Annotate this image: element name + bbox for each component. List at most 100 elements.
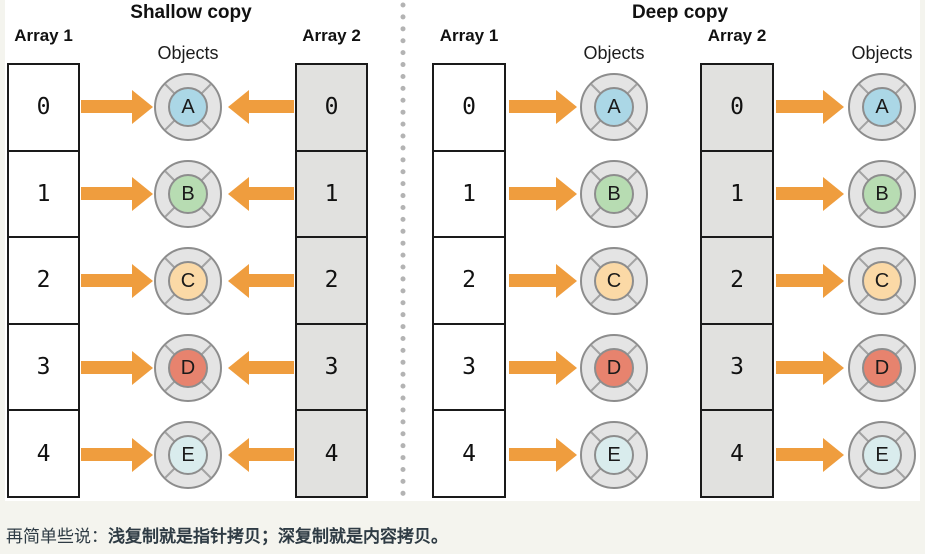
arrow-head	[823, 438, 844, 472]
object-letter: A	[168, 87, 208, 127]
pointer-arrow-left	[228, 351, 294, 385]
arrow-head	[823, 351, 844, 385]
object-node-b: B	[848, 160, 916, 228]
arrow-head	[556, 90, 577, 124]
array-cell: 2	[434, 236, 504, 323]
arrow-shaft	[247, 274, 294, 287]
array-cell: 1	[297, 149, 366, 237]
pointer-arrow-right	[776, 438, 844, 472]
caption-emphasis: 浅复制就是指针拷贝；深复制就是内容拷贝。	[108, 527, 448, 546]
array-cell: 2	[297, 236, 366, 323]
pointer-arrow-right	[509, 264, 577, 298]
arrow-shaft	[247, 187, 294, 200]
array-cell: 1	[702, 149, 772, 237]
object-node-d: D	[848, 334, 916, 402]
arrow-head	[132, 438, 153, 472]
object-node-b: B	[154, 160, 222, 228]
array-cell: 4	[434, 409, 504, 496]
arrow-shaft	[81, 187, 134, 200]
arrow-shaft	[776, 274, 825, 287]
deep-array1-column: 0 1 2 3 4	[432, 63, 506, 498]
object-letter: D	[594, 348, 634, 388]
pointer-arrow-right	[81, 90, 153, 124]
pointer-arrow-right	[81, 438, 153, 472]
pointer-arrow-right	[776, 177, 844, 211]
shallow-copy-title: Shallow copy	[130, 2, 252, 23]
arrow-head	[228, 177, 249, 211]
arrow-shaft	[509, 274, 558, 287]
deep-array1-label: Array 1	[439, 26, 499, 45]
pointer-arrow-right	[776, 264, 844, 298]
object-node-d: D	[154, 334, 222, 402]
array-cell: 3	[9, 322, 78, 410]
object-node-e: E	[154, 421, 222, 489]
arrow-shaft	[776, 187, 825, 200]
arrow-head	[823, 90, 844, 124]
array-cell: 4	[702, 409, 772, 496]
pointer-arrow-left	[228, 264, 294, 298]
array-cell: 2	[9, 236, 78, 323]
object-node-a: A	[848, 73, 916, 141]
object-letter: D	[862, 348, 902, 388]
object-node-c: C	[580, 247, 648, 315]
pointer-arrow-right	[776, 90, 844, 124]
deep-array2-column: 0 1 2 3 4	[700, 63, 774, 498]
arrow-head	[823, 177, 844, 211]
caption-prefix: 再简单些说：	[6, 527, 108, 546]
arrow-head	[132, 264, 153, 298]
object-node-e: E	[848, 421, 916, 489]
object-letter: A	[594, 87, 634, 127]
array-cell: 4	[297, 409, 366, 496]
shallow-array2-label: Array 2	[302, 26, 361, 45]
array-cell: 3	[702, 322, 772, 410]
object-node-c: C	[848, 247, 916, 315]
array-cell: 0	[324, 94, 339, 121]
pointer-arrow-right	[509, 351, 577, 385]
array-cell: 0	[730, 94, 744, 121]
arrow-head	[132, 90, 153, 124]
pointer-arrow-right	[81, 351, 153, 385]
arrow-shaft	[776, 100, 825, 113]
deep-objects2-label: Objects	[851, 43, 913, 63]
array-cell: 1	[434, 149, 504, 237]
object-letter: C	[168, 261, 208, 301]
array-cell: 4	[9, 409, 78, 496]
object-node-a: A	[154, 73, 222, 141]
object-letter: E	[594, 435, 634, 475]
arrow-shaft	[509, 187, 558, 200]
arrow-shaft	[247, 448, 294, 461]
array-cell: 2	[702, 236, 772, 323]
pointer-arrow-right	[81, 264, 153, 298]
pointer-arrow-right	[509, 90, 577, 124]
shallow-array1-label: Array 1	[14, 26, 73, 45]
arrow-shaft	[81, 448, 134, 461]
diagram-canvas: Shallow copy Deep copy Array 1 Objects A…	[5, 0, 920, 501]
arrow-head	[556, 351, 577, 385]
arrow-shaft	[509, 361, 558, 374]
arrow-head	[228, 351, 249, 385]
array-cell: 3	[434, 322, 504, 410]
object-node-d: D	[580, 334, 648, 402]
caption: 再简单些说：浅复制就是指针拷贝；深复制就是内容拷贝。	[6, 522, 448, 547]
pointer-arrow-left	[228, 177, 294, 211]
pointer-arrow-right	[509, 177, 577, 211]
object-node-c: C	[154, 247, 222, 315]
arrow-shaft	[776, 361, 825, 374]
arrow-head	[556, 264, 577, 298]
array-cell: 1	[9, 149, 78, 237]
arrow-shaft	[81, 274, 134, 287]
arrow-head	[132, 351, 153, 385]
object-letter: D	[168, 348, 208, 388]
arrow-head	[823, 264, 844, 298]
object-letter: E	[168, 435, 208, 475]
arrow-shaft	[776, 448, 825, 461]
pointer-arrow-right	[776, 351, 844, 385]
object-letter: B	[862, 174, 902, 214]
arrow-head	[228, 90, 249, 124]
object-node-b: B	[580, 160, 648, 228]
object-letter: B	[594, 174, 634, 214]
array-cell: 0	[36, 94, 51, 121]
arrow-head	[228, 264, 249, 298]
object-letter: C	[594, 261, 634, 301]
arrow-shaft	[509, 448, 558, 461]
